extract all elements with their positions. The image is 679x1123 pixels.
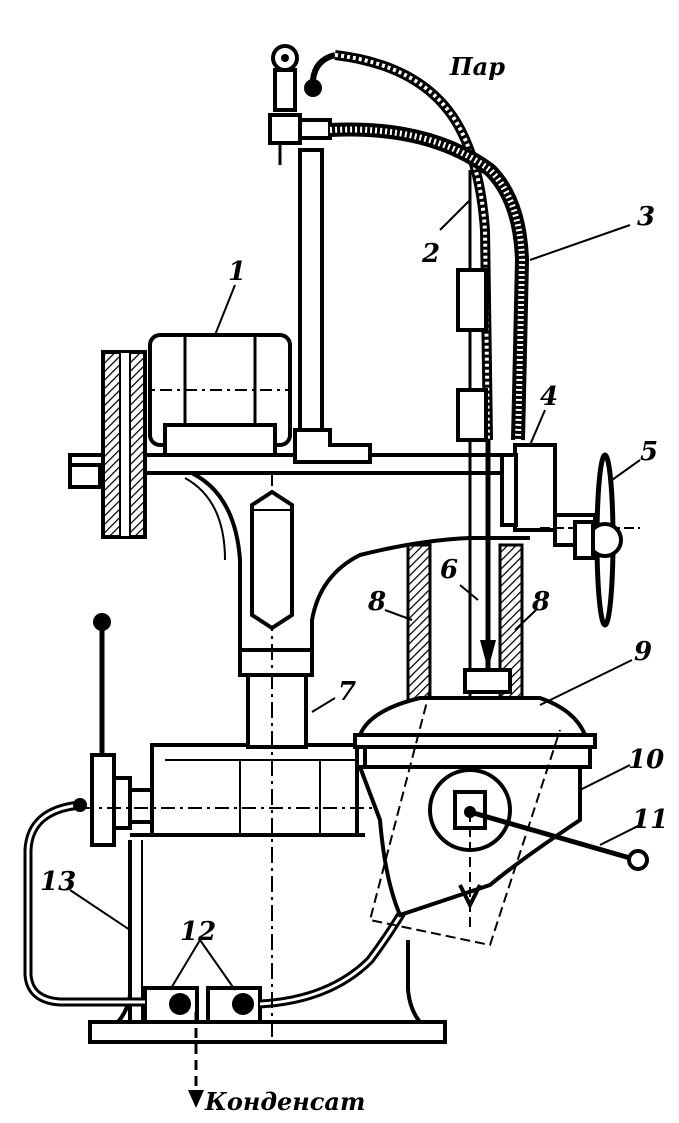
press-head (353, 696, 597, 769)
label-3: 3 (637, 202, 655, 232)
vertical-steam-rod (293, 148, 372, 464)
label-13: 13 (40, 867, 76, 897)
hose-cylinders (456, 268, 488, 442)
spindle (463, 440, 512, 694)
label-8-right: 8 (531, 587, 550, 617)
label-9: 9 (634, 637, 652, 667)
steam-label: Пар (449, 52, 505, 81)
lever-handle (73, 613, 154, 847)
label-5: 5 (640, 437, 658, 467)
label-4: 4 (540, 382, 558, 412)
belt-pulley (101, 350, 147, 539)
callout-labels: Пар Конденсат 1 2 3 4 5 6 7 8 8 9 10 11 … (40, 52, 668, 1116)
condensate-label: Конденсат (204, 1087, 365, 1116)
electric-motor (110, 333, 292, 457)
label-6: 6 (440, 555, 458, 585)
base-plate (88, 940, 447, 1044)
tilt-outline (368, 689, 561, 947)
leader-lines (69, 199, 641, 991)
label-7: 7 (338, 677, 356, 707)
steam-inlet-valve (268, 44, 336, 165)
central-column (238, 470, 314, 1040)
label-12: 12 (180, 917, 216, 947)
label-1: 1 (228, 257, 246, 287)
label-2: 2 (421, 239, 440, 269)
label-10: 10 (628, 745, 664, 775)
label-11: 11 (632, 805, 668, 835)
handwheel (573, 452, 623, 628)
left-steam-pipe (23, 800, 145, 1007)
label-8-left: 8 (367, 587, 386, 617)
steam-hoses (329, 50, 530, 700)
tilt-handle (469, 809, 649, 871)
frame-cylinder (250, 489, 294, 631)
drive-shaft-housing (80, 743, 470, 837)
condensate-traps (143, 986, 262, 1108)
